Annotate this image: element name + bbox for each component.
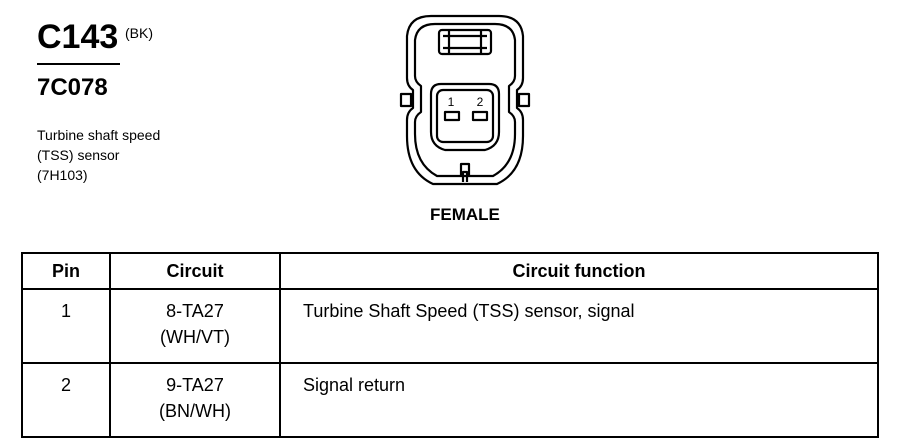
table-row: 1 8-TA27 (WH/VT) Turbine Shaft Speed (TS…	[21, 288, 879, 364]
table-row: 2 9-TA27 (BN/WH) Signal return	[21, 362, 879, 438]
cell-function: Signal return	[279, 362, 879, 438]
terminal-2	[471, 110, 489, 122]
pin-label-2: 2	[477, 95, 484, 109]
cell-pin: 1	[21, 288, 111, 364]
connector-outer-housing	[405, 14, 525, 186]
description-line: Turbine shaft speed	[37, 127, 161, 143]
cell-pin: 2	[21, 362, 111, 438]
connector-gender: FEMALE	[430, 205, 500, 224]
title-underline	[37, 63, 120, 65]
table-header-row: Pin Circuit Circuit function	[21, 252, 879, 290]
cell-circuit: 9-TA27 (BN/WH)	[109, 362, 281, 438]
terminal-cavity	[429, 82, 501, 152]
terminal-1	[443, 110, 461, 122]
wire-color: (WH/VT)	[160, 327, 230, 347]
circuit-number: 9-TA27	[166, 375, 224, 395]
col-header-pin: Pin	[21, 252, 111, 290]
col-header-function: Circuit function	[279, 252, 879, 290]
connector-face-diagram: 1 2	[399, 14, 531, 186]
connector-inner-shell	[413, 22, 517, 178]
connector-latch	[437, 28, 493, 56]
circuit-number: 8-TA27	[166, 301, 224, 321]
connector-id: C143	[37, 18, 119, 56]
col-header-circuit: Circuit	[109, 252, 281, 290]
component-description: Turbine shaft speed (TSS) sensor (7H103)	[37, 125, 160, 185]
description-line: (TSS) sensor	[37, 147, 120, 163]
side-tab-right	[517, 92, 531, 108]
connector-color-code: (BK)	[125, 25, 153, 41]
cell-function: Turbine Shaft Speed (TSS) sensor, signal	[279, 288, 879, 364]
cell-circuit: 8-TA27 (WH/VT)	[109, 288, 281, 364]
pin-label-1: 1	[448, 95, 455, 109]
wire-color: (BN/WH)	[159, 401, 231, 421]
part-number: 7C078	[37, 74, 108, 101]
bottom-key	[459, 162, 471, 176]
description-line: (7H103)	[37, 167, 88, 183]
side-tab-left	[399, 92, 413, 108]
pinout-table: Pin Circuit Circuit function 1 8-TA27 (W…	[21, 252, 879, 438]
